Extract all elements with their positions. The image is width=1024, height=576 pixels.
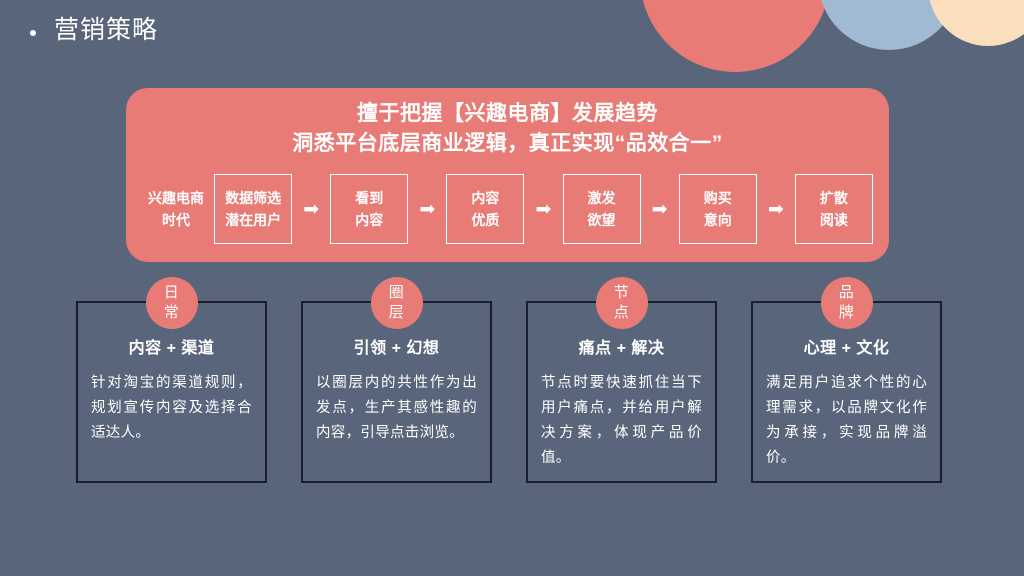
decorative-circle-cream xyxy=(928,0,1024,46)
card-badge-circle-line-2: 层 xyxy=(388,304,405,321)
decorative-circle-salmon xyxy=(640,0,830,72)
slide-title-row: 营销策略 xyxy=(30,18,158,43)
card-badge-brand-line-2: 牌 xyxy=(838,304,855,321)
flow-step-5-line-2: 阅读 xyxy=(819,212,848,228)
flow-heading-line-2: 洞悉平台底层商业逻辑，真正实现“品效合一” xyxy=(292,132,723,155)
strategy-card-circle[interactable]: 圈 层 引领 + 幻想 以圈层内的共性作为出发点，生产其感性趣的内容，引导点击浏… xyxy=(301,277,492,483)
card-badge-brand: 品 牌 xyxy=(820,277,873,329)
flow-arrow-icon-1: ➡ xyxy=(303,198,320,220)
card-badge-daily: 日 常 xyxy=(145,277,198,329)
strategy-card-node[interactable]: 节 点 痛点 + 解决 节点时要快速抓住当下用户痛点，并给用户解决方案，体现产品… xyxy=(526,277,717,483)
flow-step-data-screening[interactable]: 数据筛选 潜在用户 xyxy=(214,174,293,244)
strategy-card-brand[interactable]: 品 牌 心理 + 文化 满足用户追求个性的心理需求，以品牌文化作为承接，实现品牌… xyxy=(751,277,942,483)
flow-step-4-line-1: 购买 xyxy=(703,190,732,206)
flow-step-1-line-1: 看到 xyxy=(355,190,384,206)
flow-step-2-line-1: 内容 xyxy=(471,190,500,206)
flow-panel: 擅于把握【兴趣电商】发展趋势 洞悉平台底层商业逻辑，真正实现“品效合一” 兴趣电… xyxy=(126,88,889,262)
flow-arrow-icon-2: ➡ xyxy=(419,198,436,220)
flow-step-3-line-2: 欲望 xyxy=(587,212,616,228)
flow-step-4-line-2: 意向 xyxy=(703,212,732,228)
flow-step-see-content[interactable]: 看到 内容 xyxy=(330,174,409,244)
flow-step-5-line-1: 扩散 xyxy=(819,190,848,206)
flow-step-0-line-1: 数据筛选 xyxy=(225,190,282,206)
strategy-card-row: 日 常 内容 + 渠道 针对淘宝的渠道规则，规划宣传内容及选择合适达人。 圈 层… xyxy=(76,277,942,483)
card-title-daily: 内容 + 渠道 xyxy=(128,340,215,357)
flow-arrow-icon-4: ➡ xyxy=(651,198,668,220)
card-badge-daily-line-2: 常 xyxy=(163,304,180,321)
flow-step-purchase-intent[interactable]: 购买 意向 xyxy=(678,174,757,244)
card-badge-circle-line-1: 圈 xyxy=(388,284,405,301)
flow-chain: 兴趣电商 时代 数据筛选 潜在用户 ➡ 看到 内容 ➡ 内容 优质 ➡ 激发 欲… xyxy=(144,172,873,246)
flow-step-2-line-2: 优质 xyxy=(471,212,500,228)
card-badge-brand-line-1: 品 xyxy=(838,284,855,301)
flow-step-spread-reading[interactable]: 扩散 阅读 xyxy=(794,174,873,244)
bullet-icon xyxy=(30,29,36,36)
card-badge-daily-line-1: 日 xyxy=(163,284,180,301)
flow-step-1-line-2: 内容 xyxy=(355,212,384,228)
flow-heading-line-1: 擅于把握【兴趣电商】发展趋势 xyxy=(357,102,658,125)
flow-step-stimulate-desire[interactable]: 激发 欲望 xyxy=(562,174,641,244)
flow-step-quality-content[interactable]: 内容 优质 xyxy=(446,174,525,244)
card-badge-node: 节 点 xyxy=(595,277,648,329)
card-badge-circle: 圈 层 xyxy=(370,277,423,329)
card-body-brand: 满足用户追求个性的心理需求，以品牌文化作为承接，实现品牌溢价。 xyxy=(766,375,927,466)
flow-panel-heading: 擅于把握【兴趣电商】发展趋势 洞悉平台底层商业逻辑，真正实现“品效合一” xyxy=(126,99,889,159)
decorative-circle-blue xyxy=(818,0,960,50)
flow-start-label-line-2: 时代 xyxy=(162,212,190,228)
flow-start-label: 兴趣电商 时代 xyxy=(144,187,208,231)
flow-step-0-line-2: 潜在用户 xyxy=(225,212,282,228)
card-body-daily: 针对淘宝的渠道规则，规划宣传内容及选择合适达人。 xyxy=(91,375,252,441)
card-badge-node-line-1: 节 xyxy=(613,284,630,301)
card-badge-node-line-2: 点 xyxy=(613,304,630,321)
flow-start-label-line-1: 兴趣电商 xyxy=(148,190,204,206)
card-body-circle: 以圈层内的共性作为出发点，生产其感性趣的内容，引导点击浏览。 xyxy=(316,375,477,441)
card-title-brand: 心理 + 文化 xyxy=(803,340,890,357)
flow-step-3-line-1: 激发 xyxy=(587,190,616,206)
card-title-circle: 引领 + 幻想 xyxy=(353,340,440,357)
page-title: 营销策略 xyxy=(54,16,159,44)
card-body-node: 节点时要快速抓住当下用户痛点，并给用户解决方案，体现产品价值。 xyxy=(541,375,702,466)
flow-arrow-icon-3: ➡ xyxy=(535,198,552,220)
strategy-card-daily[interactable]: 日 常 内容 + 渠道 针对淘宝的渠道规则，规划宣传内容及选择合适达人。 xyxy=(76,277,267,483)
flow-arrow-icon-5: ➡ xyxy=(767,198,784,220)
card-title-node: 痛点 + 解决 xyxy=(578,340,665,357)
